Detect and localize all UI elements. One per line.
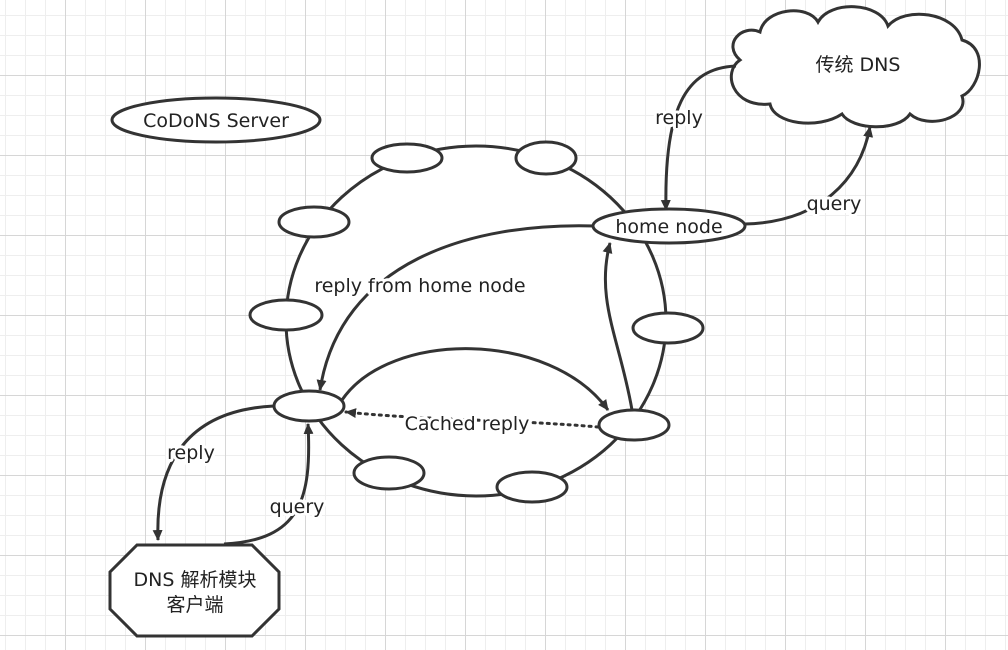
ring-peer-node [352,455,426,491]
ring-peer-node [370,142,444,174]
edge-reply-from-home-node [316,224,597,391]
legacy-dns-cloud: 传统 DNS [729,5,981,129]
edge-query-from-client [223,423,314,546]
label-reply-from-home: reply from home node [314,275,525,297]
entry-node [272,389,346,423]
ring-peer-node [631,311,705,345]
ring-peer-node [495,470,569,504]
label-query-legacy: query [807,193,862,215]
ring-peer-node [514,140,578,176]
edge-reply-to-client [152,404,275,541]
dns-client-node: DNS 解析模块 客户端 [108,543,281,638]
edge-query-home-to-legacy [744,126,874,226]
client-label-line1: DNS 解析模块 [134,569,257,591]
codons-server-node: CoDoNS Server [110,96,322,144]
ring-peer-node [248,298,324,332]
home-node-label: home node [615,216,722,238]
ring-peer-node [277,205,351,239]
edge-exit-to-home [602,242,634,411]
label-reply-client: reply [167,442,215,464]
client-label-line2: 客户端 [166,594,223,616]
dht-ring [284,144,668,498]
label-query-client: query [270,496,325,518]
home-node: home node [591,207,747,245]
legacy-dns-label: 传统 DNS [816,54,901,76]
label-cached-reply: Cached reply [405,413,530,435]
edge-reply-legacy-to-home [660,64,737,211]
codons-server-label: CoDoNS Server [143,110,289,132]
cache-node [597,408,671,442]
label-reply-legacy: reply [655,107,703,129]
edge-cached-reply [344,408,600,429]
edge-entry-to-exit [340,347,610,411]
